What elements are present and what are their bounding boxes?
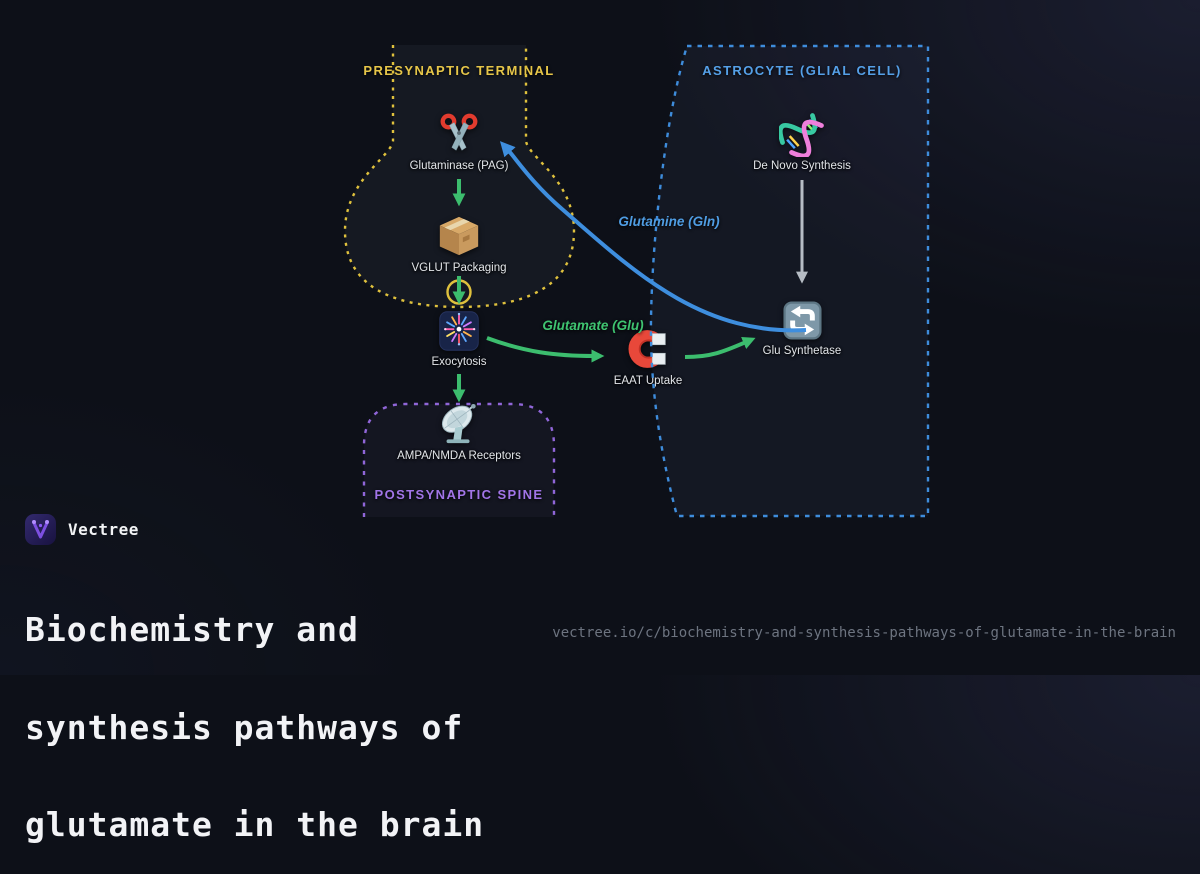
fusion-pore-circle [446, 279, 472, 305]
page-title: Biochemistry and synthesis pathways of g… [25, 549, 484, 874]
edge-label-glutamate: Glutamate (Glu) [542, 318, 644, 333]
fireworks-icon [439, 311, 479, 351]
edge-label-glutamine: Glutamine (Gln) [618, 214, 720, 229]
node-label-glusyn: Glu Synthetase [762, 345, 842, 357]
brand: Vectree [25, 513, 139, 545]
node-label-vglut: VGLUT Packaging [411, 262, 507, 274]
astrocyte-region-title: ASTROCYTE (GLIAL CELL) [702, 63, 902, 78]
sync-arrows-icon [782, 301, 822, 340]
page-title-line-2: synthesis pathways of [25, 707, 464, 747]
dna-icon [779, 113, 824, 157]
vectree-logo-icon [25, 513, 56, 545]
node-label-ampa: AMPA/NMDA Receptors [397, 450, 521, 462]
satellite-dish-icon [441, 403, 476, 444]
node-label-exocytosis: Exocytosis [431, 356, 487, 368]
node-glutaminase: Glutaminase (PAG) [384, 111, 534, 173]
node-denovo: De Novo Synthesis [727, 111, 877, 173]
footer-url: vectree.io/c/biochemistry-and-synthesis-… [552, 625, 1176, 641]
node-label-glutaminase: Glutaminase (PAG) [409, 160, 509, 172]
node-label-eaat: EAAT Uptake [613, 375, 683, 387]
scissors-icon [440, 113, 478, 151]
package-icon [439, 216, 479, 256]
node-exocytosis: Exocytosis [384, 309, 534, 369]
node-glusyn: Glu Synthetase [727, 299, 877, 358]
node-vglut: VGLUT Packaging [384, 213, 534, 275]
brand-name: Vectree [68, 519, 139, 539]
node-label-denovo: De Novo Synthesis [753, 160, 851, 172]
page-title-line-1: Biochemistry and [25, 610, 359, 649]
postsynaptic-region-title: POSTSYNAPTIC SPINE [374, 487, 544, 502]
node-eaat: EAAT Uptake [573, 326, 723, 388]
page-title-line-3: glutamate in the brain [25, 805, 485, 844]
presynaptic-region-title: PRESYNAPTIC TERMINAL [363, 63, 555, 78]
node-ampa: AMPA/NMDA Receptors [384, 401, 534, 463]
